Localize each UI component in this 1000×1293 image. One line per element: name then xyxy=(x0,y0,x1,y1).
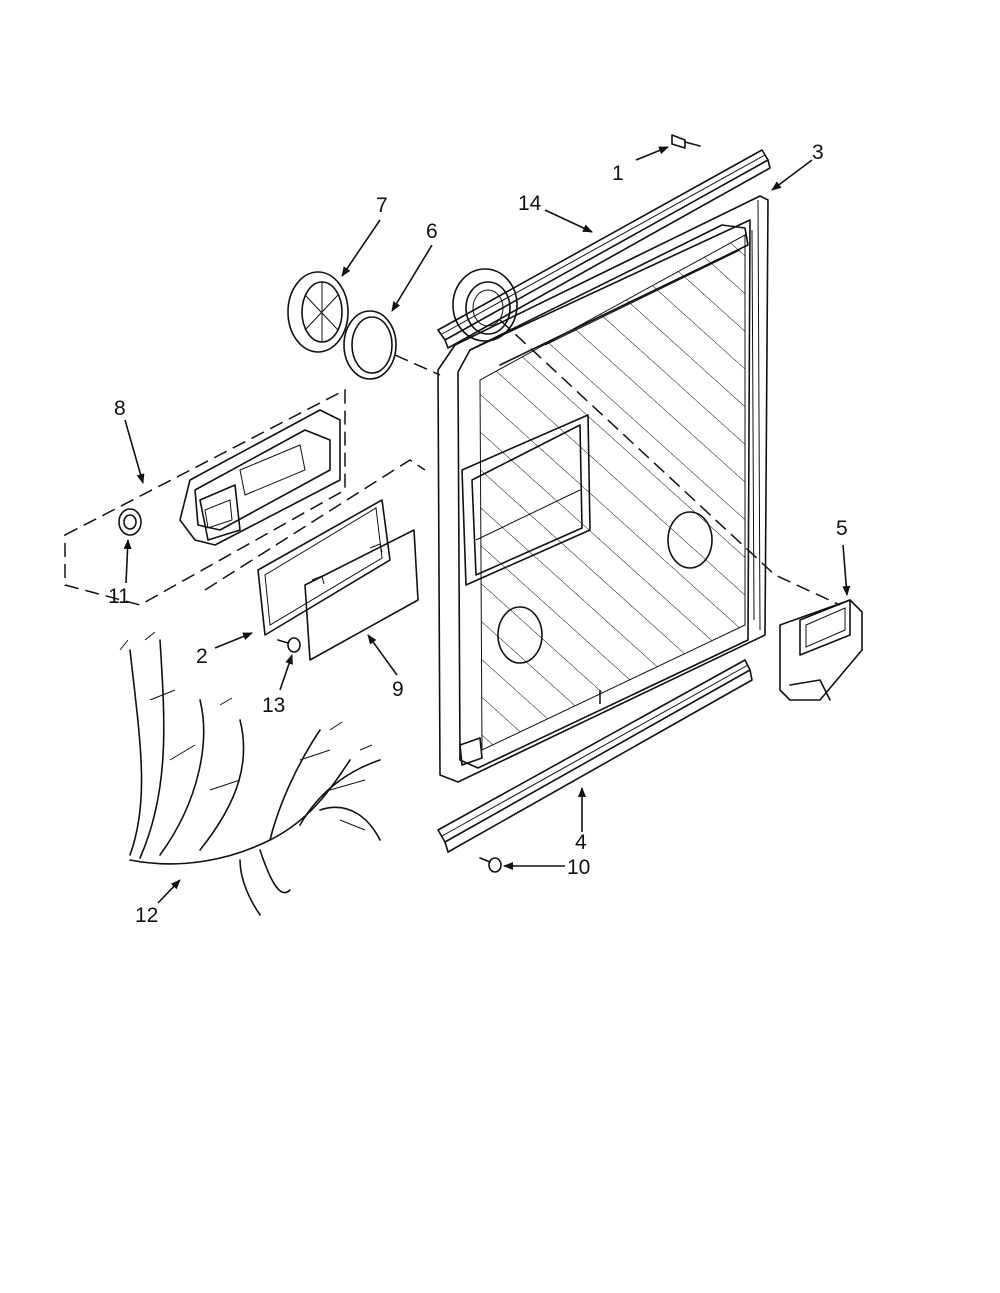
callout-14: 14 xyxy=(518,192,542,215)
callout-13: 13 xyxy=(262,694,285,717)
leader-lines xyxy=(123,146,851,904)
callout-12: 12 xyxy=(135,904,158,927)
callout-2: 2 xyxy=(196,645,208,668)
inner-door-panel xyxy=(437,195,769,783)
screw-mid xyxy=(277,637,301,653)
gasket-frame xyxy=(257,499,391,636)
callout-9: 9 xyxy=(392,678,404,701)
dashed-outlines xyxy=(64,319,841,710)
callout-10: 10 xyxy=(567,856,590,879)
callout-8: 8 xyxy=(114,397,126,420)
bottom-trim-strip xyxy=(437,659,753,853)
gasket-ring xyxy=(343,310,397,380)
callout-3: 3 xyxy=(812,141,824,164)
screw-bottom xyxy=(479,857,502,873)
circuit-board xyxy=(304,529,419,661)
callout-7: 7 xyxy=(376,194,388,217)
callout-11: 11 xyxy=(108,585,130,608)
screw-top xyxy=(671,134,701,149)
top-trim-strip xyxy=(437,149,771,349)
wiring-harness xyxy=(119,631,381,916)
dispenser-cap xyxy=(287,271,349,353)
callout-6: 6 xyxy=(426,220,438,243)
dispenser-assembly xyxy=(179,409,341,546)
vent-block xyxy=(779,599,863,701)
knob xyxy=(118,508,142,536)
callout-4: 4 xyxy=(575,831,587,854)
callout-5: 5 xyxy=(836,517,848,540)
callout-1: 1 xyxy=(612,162,624,185)
callout-labels: 1 2 3 4 5 6 7 8 9 10 11 12 13 14 xyxy=(108,141,848,927)
